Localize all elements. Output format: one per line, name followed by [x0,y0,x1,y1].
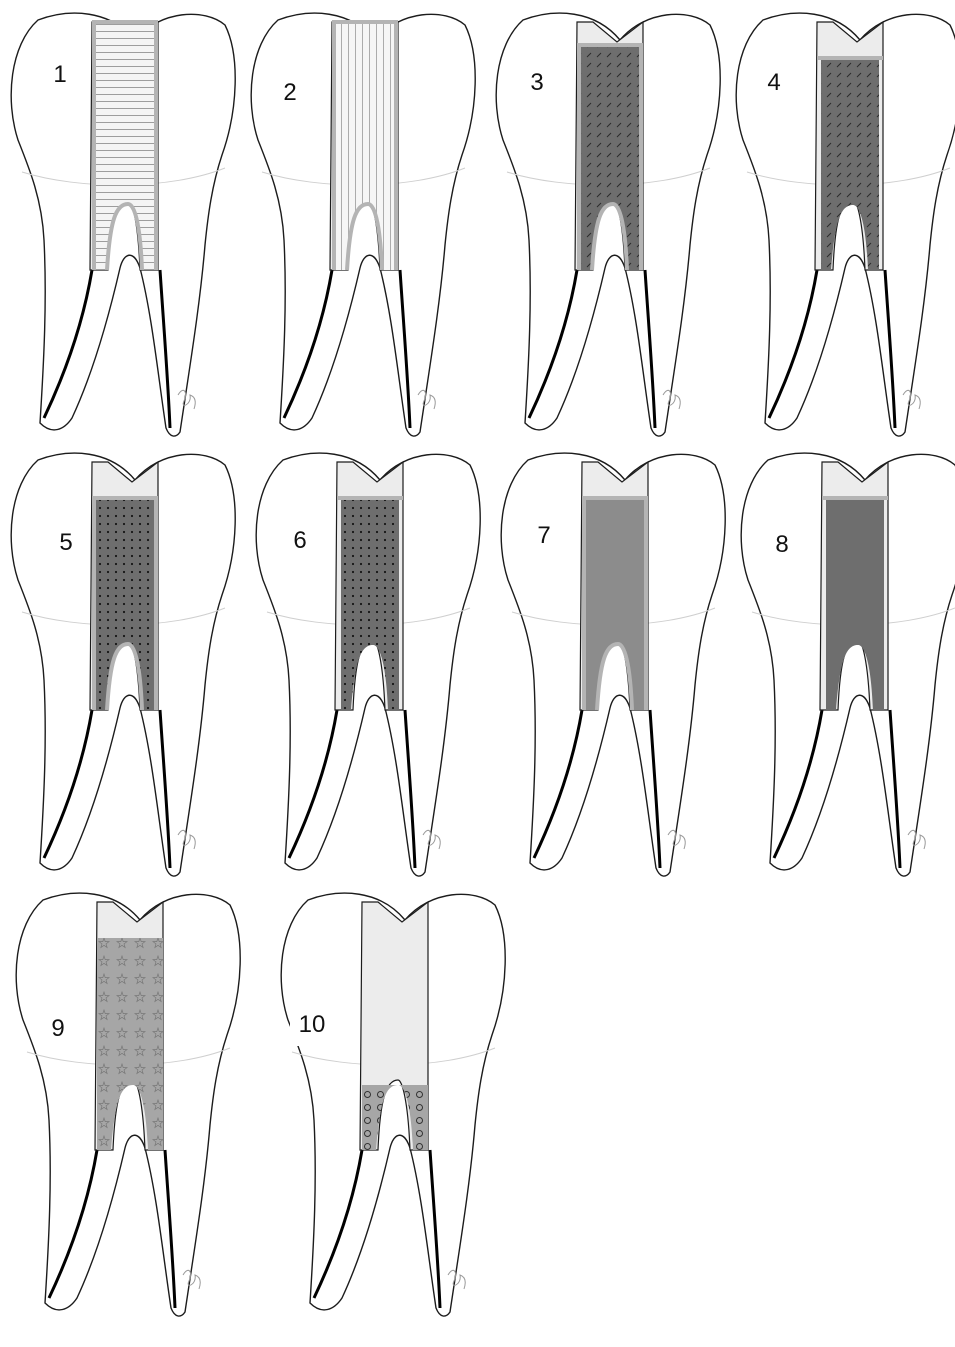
tooth-panel-4: 4 [736,13,955,436]
tooth-panel-10: 10 [281,893,505,1316]
panel-number-label: 7 [537,522,550,549]
panel-number-label: 4 [767,69,780,96]
panel-number-label: 5 [59,529,72,556]
panel-number-label: 3 [530,69,543,96]
tooth-panel-6: 6 [256,453,480,876]
panel-number-label: 6 [293,527,306,554]
panel-number-label: 2 [283,79,296,106]
tooth-panel-8: 8 [741,453,955,876]
panel-number-label: 1 [53,61,66,88]
tooth-panel-3: 3 [496,13,720,436]
tooth-panel-9: 9 [16,893,240,1316]
tooth-panel-2: 2 [251,13,475,436]
tooth-panel-1: 1 [11,13,235,436]
tooth-panel-7: 7 [501,453,725,876]
tooth-panel-5: 5 [11,453,235,876]
panel-number-label: 8 [775,531,788,558]
panel-number-label: 10 [299,1011,326,1038]
panel-number-label: 9 [51,1015,64,1042]
